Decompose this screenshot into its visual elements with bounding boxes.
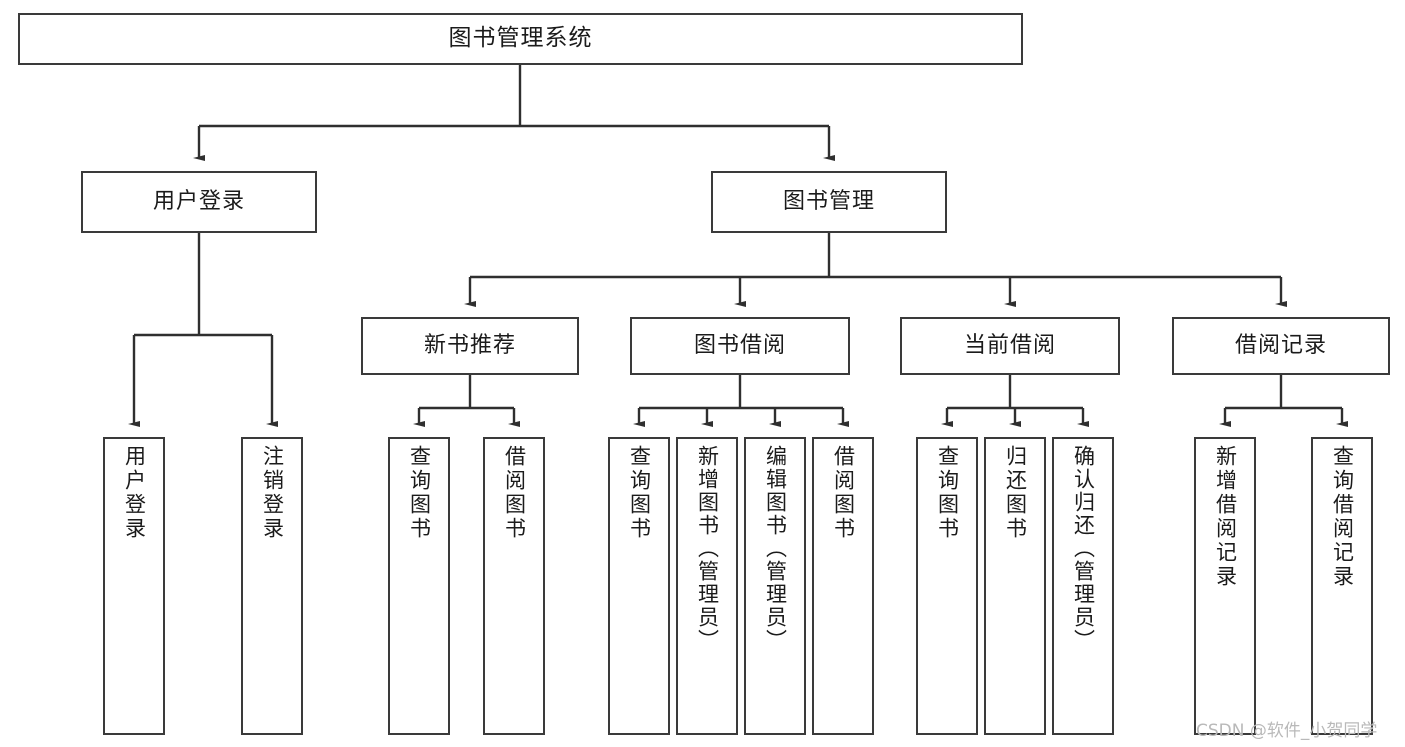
node-label: 归还图书 [1003, 445, 1028, 541]
node-root[interactable]: 图书管理系统 [18, 13, 1023, 65]
node-label: 查询图书 [407, 445, 432, 541]
node-label: 图书借阅 [693, 332, 786, 358]
node-label: 查询借阅记录 [1330, 445, 1355, 589]
node-leaf-query-book-2[interactable]: 查询图书 [608, 437, 670, 735]
node-label: 借阅记录 [1234, 332, 1327, 358]
node-leaf-confirm-return[interactable]: 确认归还（管理员） [1052, 437, 1114, 735]
node-label: 当前借阅 [963, 332, 1056, 358]
node-label: 查询图书 [627, 445, 652, 541]
node-label: 用户登录 [122, 445, 147, 541]
node-new-book-rec[interactable]: 新书推荐 [361, 317, 579, 375]
node-label: 新增借阅记录 [1213, 445, 1238, 589]
node-label: 借阅图书 [502, 445, 527, 541]
node-label: 借阅图书 [831, 445, 856, 541]
node-user-login[interactable]: 用户登录 [81, 171, 317, 233]
node-leaf-add-record[interactable]: 新增借阅记录 [1194, 437, 1256, 735]
node-leaf-borrow-book-2[interactable]: 借阅图书 [812, 437, 874, 735]
node-label: 编辑图书（管理员） [763, 445, 788, 652]
node-leaf-return-book[interactable]: 归还图书 [984, 437, 1046, 735]
node-leaf-borrow-book-1[interactable]: 借阅图书 [483, 437, 545, 735]
node-book-manage[interactable]: 图书管理 [711, 171, 947, 233]
node-label: 新增图书（管理员） [695, 445, 720, 652]
node-label: 查询图书 [935, 445, 960, 541]
node-book-borrow[interactable]: 图书借阅 [630, 317, 850, 375]
node-leaf-logout[interactable]: 注销登录 [241, 437, 303, 735]
node-borrow-record[interactable]: 借阅记录 [1172, 317, 1390, 375]
node-leaf-query-record[interactable]: 查询借阅记录 [1311, 437, 1373, 735]
node-label: 确认归还（管理员） [1071, 445, 1096, 652]
node-leaf-add-book[interactable]: 新增图书（管理员） [676, 437, 738, 735]
csdn-watermark: CSDN @软件_小贺同学 [1196, 721, 1378, 741]
node-current-borrow[interactable]: 当前借阅 [900, 317, 1120, 375]
node-label: 用户登录 [152, 188, 245, 214]
node-leaf-user-login[interactable]: 用户登录 [103, 437, 165, 735]
node-label: 图书管理 [782, 188, 875, 214]
node-label: 图书管理系统 [448, 25, 593, 52]
node-label: 新书推荐 [423, 332, 516, 358]
node-leaf-query-book-3[interactable]: 查询图书 [916, 437, 978, 735]
node-label: 注销登录 [260, 445, 285, 541]
node-leaf-edit-book[interactable]: 编辑图书（管理员） [744, 437, 806, 735]
node-leaf-query-book-1[interactable]: 查询图书 [388, 437, 450, 735]
